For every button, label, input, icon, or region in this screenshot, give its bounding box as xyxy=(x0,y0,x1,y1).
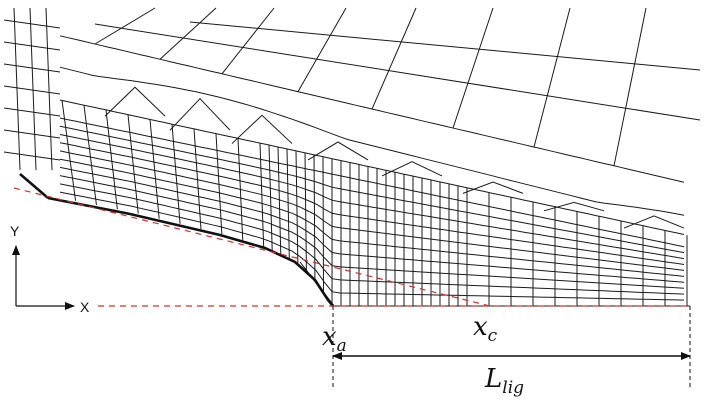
mesh-left-vline-2 xyxy=(45,7,53,171)
mesh-radial-line-7 xyxy=(215,133,223,235)
lig-label-sub: lig xyxy=(502,378,524,398)
mesh-coarse-vline-1 xyxy=(159,7,217,60)
mesh-radial-line-12 xyxy=(286,148,290,259)
mesh-radial-line-6 xyxy=(193,128,202,229)
mesh-transition-kite-7 xyxy=(623,215,685,229)
ligament-dimension xyxy=(332,306,691,388)
mesh-band-line-8 xyxy=(59,158,685,277)
mesh-band-line-7 xyxy=(59,150,685,271)
mesh-radial-line-4 xyxy=(149,119,160,219)
crack-tip-fan-line-8 xyxy=(325,295,335,307)
mesh-radial-line-3 xyxy=(127,114,139,214)
mesh-coarse-hline-1 xyxy=(189,21,701,71)
mesh-coarse-hline-0 xyxy=(94,23,701,121)
mesh-band-line-5 xyxy=(59,134,685,260)
mesh-radial-line-1 xyxy=(83,105,97,206)
xc-label: xc xyxy=(473,312,498,346)
notch-flank-top-edge xyxy=(19,173,49,199)
xc-label-main: x xyxy=(473,312,488,342)
mesh-transition-kite-2 xyxy=(231,114,293,144)
x-axis-label: X xyxy=(80,299,90,315)
mesh-coarse-vline-6 xyxy=(533,7,571,148)
xa-label-main: x xyxy=(322,322,337,352)
mesh-radial-line-16 xyxy=(322,156,324,293)
y-axis-label: Y xyxy=(10,223,20,239)
mesh-band-line-1 xyxy=(59,66,685,216)
xa-label-sub: a xyxy=(337,336,347,356)
mesh-band-line-6 xyxy=(59,142,685,265)
mesh-radial-line-10 xyxy=(268,145,273,250)
xa-label: xa xyxy=(322,322,347,356)
mesh-radial-line-8 xyxy=(237,138,244,241)
mesh-radial-line-9 xyxy=(259,143,265,247)
mesh-radial-line-15 xyxy=(313,154,316,280)
mesh-coarse-vline-5 xyxy=(452,7,494,129)
mesh-transition-kite-5 xyxy=(462,181,524,194)
mesh-transition-kite-6 xyxy=(543,201,605,212)
mesh-coarse-vline-7 xyxy=(613,7,647,166)
mesh-band-line-10 xyxy=(59,175,685,289)
reference-lines xyxy=(13,187,690,307)
mesh-left-hline-0 xyxy=(3,19,61,29)
mesh-left-hline-5 xyxy=(3,129,61,139)
mesh-band-line-4 xyxy=(59,125,685,254)
flank-reference-line xyxy=(13,187,491,307)
finite-element-mesh xyxy=(3,7,701,307)
mesh-band-line-11 xyxy=(59,183,685,295)
mesh-transition-kite-3 xyxy=(307,141,369,161)
mesh-left-vline-1 xyxy=(29,7,37,171)
mesh-transition-kite-4 xyxy=(381,161,443,177)
mesh-band-line-9 xyxy=(59,166,685,283)
mesh-transition-kite-0 xyxy=(104,86,166,117)
mesh-left-vline-0 xyxy=(13,7,21,171)
mesh-transition-kite-1 xyxy=(169,97,231,131)
mesh-coarse-vline-3 xyxy=(297,7,347,92)
mesh-left-hline-3 xyxy=(3,85,61,95)
mesh-coarse-vline-2 xyxy=(221,7,275,75)
mesh-band-line-12 xyxy=(59,191,685,301)
mesh-left-hline-1 xyxy=(3,41,61,51)
notch-flank-contour xyxy=(47,196,334,307)
mesh-left-hline-6 xyxy=(3,151,61,161)
mesh-coarse-vline-0 xyxy=(94,7,156,45)
mesh-radial-line-11 xyxy=(277,146,282,255)
mesh-left-hline-4 xyxy=(3,107,61,117)
ligament-length-label: Llig xyxy=(484,364,524,398)
mesh-coarse-vline-4 xyxy=(371,7,417,110)
mesh-bottom-boundary xyxy=(47,197,690,307)
lig-label-main: L xyxy=(484,364,502,394)
mesh-radial-line-5 xyxy=(171,124,181,224)
mesh-radial-line-2 xyxy=(105,109,118,210)
mesh-band-line-3 xyxy=(59,117,685,248)
notch-contour xyxy=(19,173,335,307)
mesh-radial-line-14 xyxy=(304,152,307,272)
mesh-radial-line-0 xyxy=(61,100,77,201)
mesh-radial-line-13 xyxy=(295,150,299,263)
mesh-band-line-2 xyxy=(59,99,685,235)
xc-label-sub: c xyxy=(488,326,498,346)
coordinate-axes xyxy=(12,245,75,310)
